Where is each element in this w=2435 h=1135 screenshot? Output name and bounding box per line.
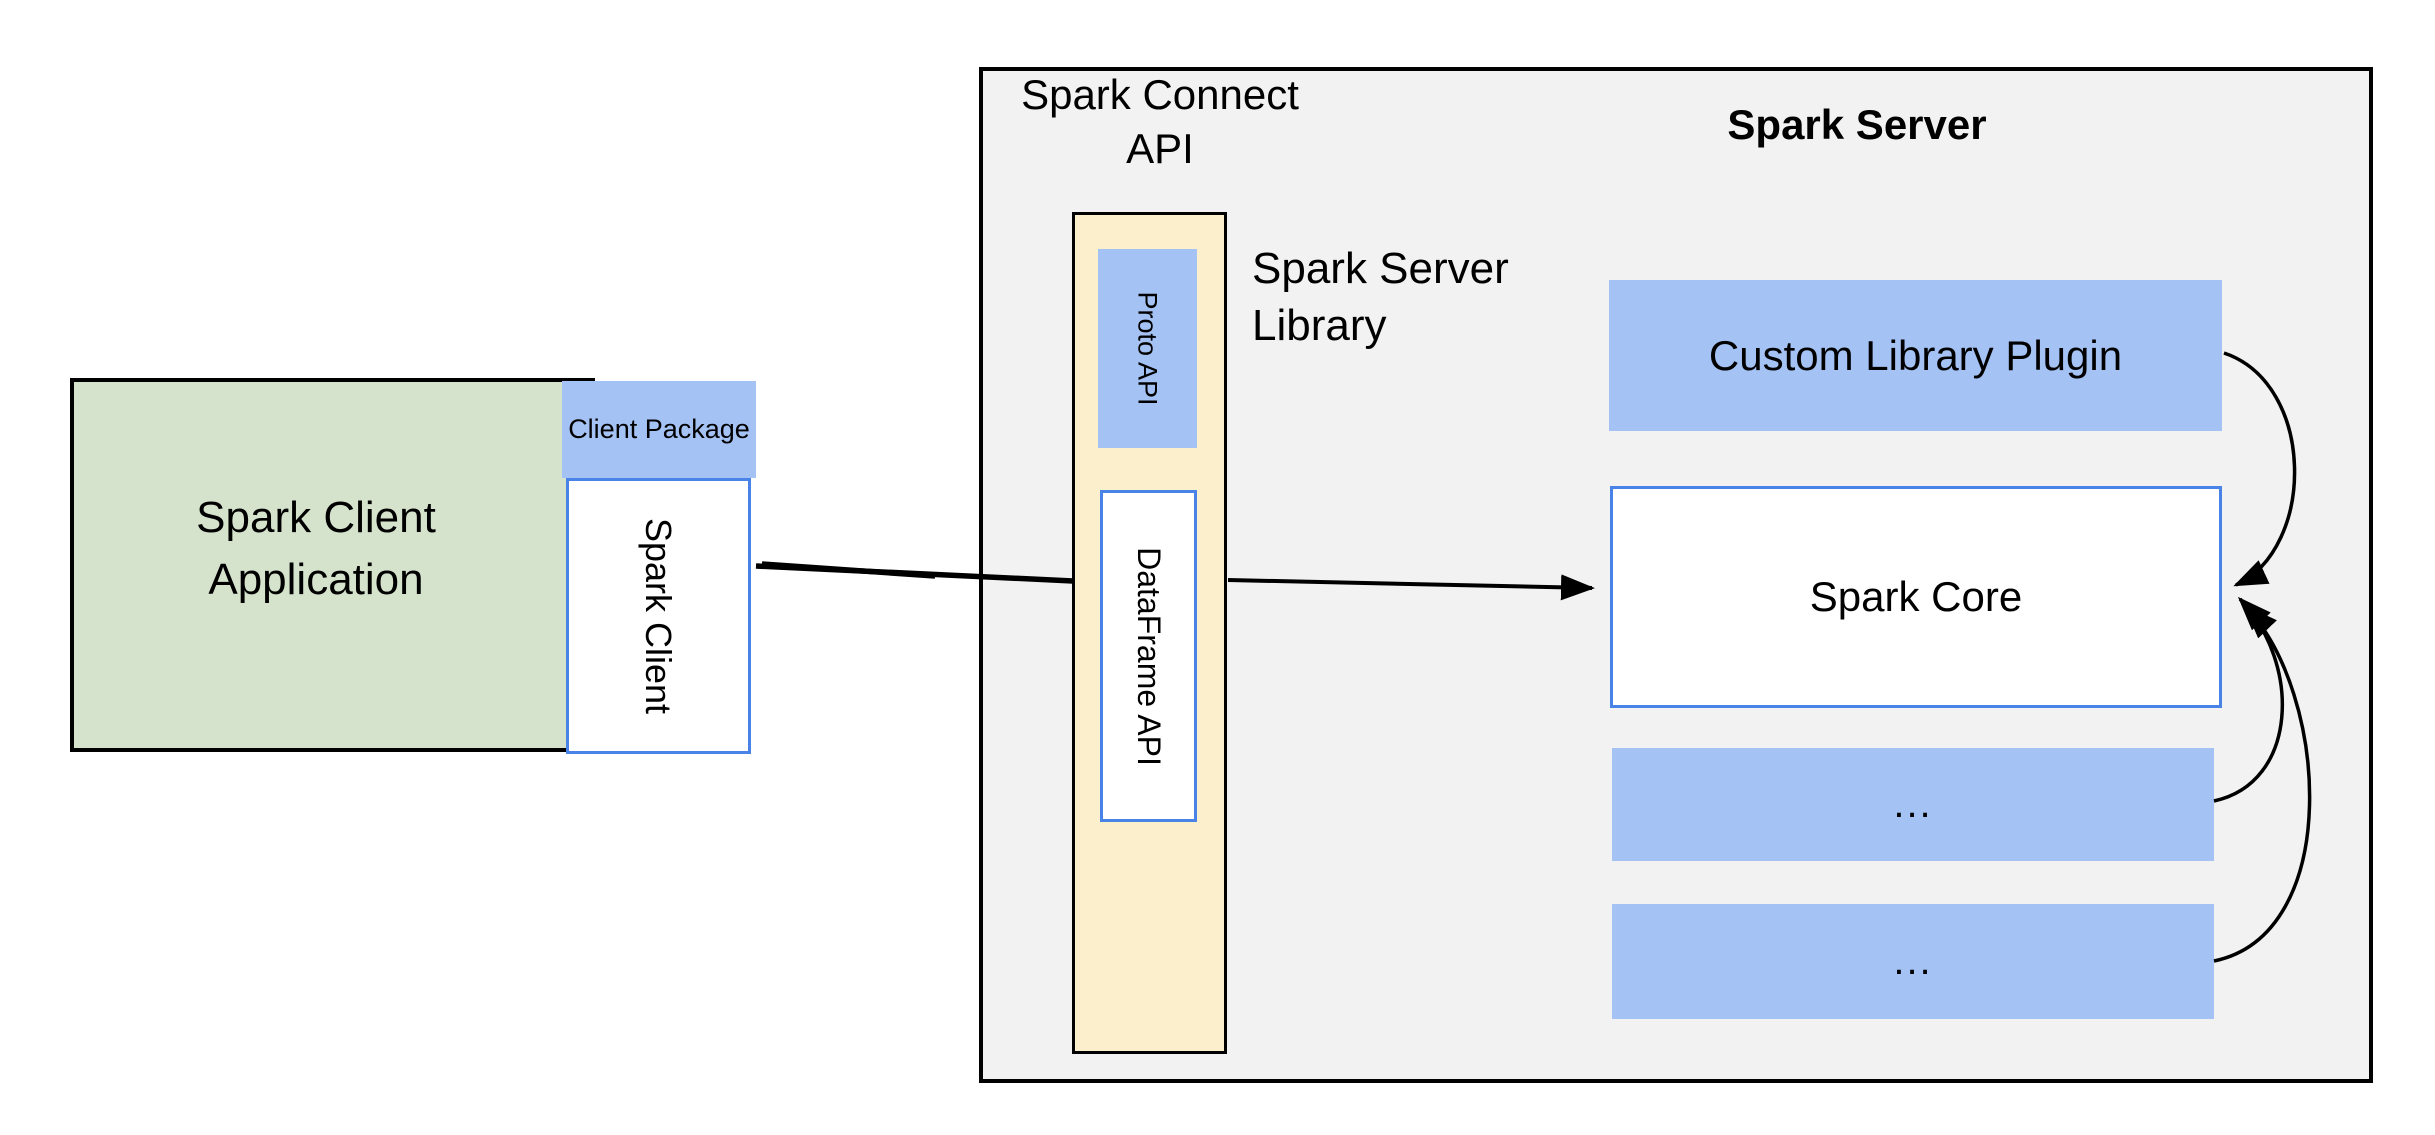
client-package-label: Client Package <box>568 410 750 449</box>
spark-core-label: Spark Core <box>1809 573 2023 620</box>
spark-server-library-label: Spark Server Library <box>1252 240 1672 354</box>
spark-client-application-label-line1: Spark Client <box>196 493 436 542</box>
custom-library-plugin-box: Custom Library Plugin <box>1609 280 2222 431</box>
client-package-label-line2: Package <box>644 413 750 444</box>
spark-server-library-label-line2: Library <box>1252 301 1387 351</box>
client-package-box: Client Package <box>562 381 756 478</box>
arrow-connect-api-to-spark-core <box>1227 574 1595 601</box>
custom-library-plugin-label: Custom Library Plugin <box>1708 331 2123 379</box>
spark-server-title: Spark Server <box>1727 101 1987 148</box>
spark-connect-api-label: Spark Connect API <box>960 68 1360 176</box>
spark-client-application-box <box>70 378 595 752</box>
dataframe-api-box: DataFrame API <box>1100 490 1197 822</box>
client-package-label-line1: Client <box>568 413 638 444</box>
arrow-client-to-connect-api-overdraw <box>761 561 936 579</box>
arrow-ellipsis2-to-spark-core <box>2213 604 2312 963</box>
spark-client-box: Spark Client <box>566 478 751 754</box>
spark-server-library-label-line1: Spark Server <box>1252 244 1509 293</box>
spark-client-application-label: Spark Client Application <box>66 487 566 612</box>
spark-connect-api-label-line1: Spark Connect <box>1021 71 1299 118</box>
arrow-ellipsis1-to-spark-core <box>2213 596 2285 803</box>
ellipsis-box-1-label: ... <box>1893 782 1933 826</box>
ellipsis-box-1: ... <box>1612 748 2214 861</box>
ellipsis-box-2-label: ... <box>1893 939 1933 983</box>
proto-api-box: Proto API <box>1098 249 1197 448</box>
spark-core-box: Spark Core <box>1610 486 2222 708</box>
ellipsis-box-2: ... <box>1612 904 2214 1019</box>
spark-client-application-label-line2: Application <box>208 555 424 605</box>
spark-connect-api-label-line2: API <box>1126 124 1194 172</box>
arrow-plugin-to-spark-core <box>2223 351 2297 587</box>
